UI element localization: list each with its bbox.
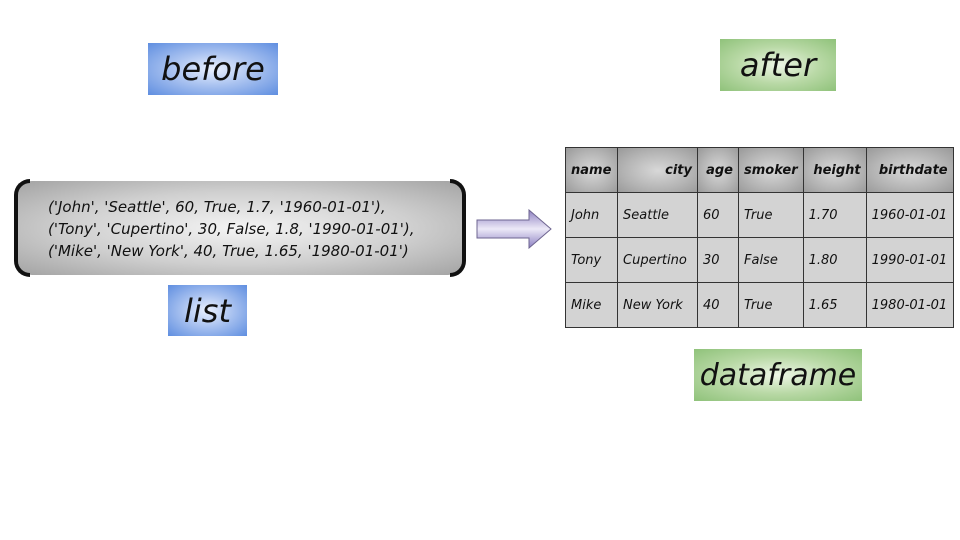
column-header-smoker: smoker (738, 147, 804, 193)
table-cell: 1980-01-01 (865, 282, 954, 328)
table-row: John Seattle 60 True 1.70 1960-01-01 (565, 192, 954, 238)
table-cell: True (738, 282, 804, 328)
column-header-birthdate: birthdate (865, 147, 954, 193)
dataframe-label: dataframe (694, 349, 862, 401)
dataframe-table: name city age smoker height birthdate Jo… (565, 147, 954, 328)
after-label-text: after (739, 46, 817, 84)
table-cell: John (565, 192, 618, 238)
list-line-3: ('Mike', 'New York', 40, True, 1.65, '19… (48, 242, 409, 260)
table-cell: 1.70 (802, 192, 867, 238)
list-line-1: ('John', 'Seattle', 60, True, 1.7, '1960… (48, 198, 386, 216)
table-cell: 30 (697, 237, 739, 283)
list-line-2: ('Tony', 'Cupertino', 30, False, 1.8, '1… (48, 220, 415, 238)
table-cell: 60 (697, 192, 739, 238)
table-cell: 1.80 (802, 237, 867, 283)
table-cell: Seattle (617, 192, 698, 238)
column-header-name: name (565, 147, 618, 193)
table-cell: True (738, 192, 804, 238)
before-label: before (148, 43, 278, 95)
table-cell: Cupertino (617, 237, 698, 283)
table-cell: 1.65 (802, 282, 867, 328)
right-arrow-icon (476, 209, 552, 249)
after-label: after (720, 39, 836, 91)
table-row: Mike New York 40 True 1.65 1980-01-01 (565, 282, 954, 328)
column-header-city: city (617, 147, 698, 193)
list-label: list (168, 285, 247, 336)
table-cell: 1960-01-01 (865, 192, 954, 238)
table-cell: New York (617, 282, 698, 328)
table-cell: 1990-01-01 (865, 237, 954, 283)
list-panel (18, 181, 462, 275)
before-label-text: before (161, 50, 265, 88)
table-cell: False (738, 237, 804, 283)
table-cell: 40 (697, 282, 739, 328)
table-cell: Mike (565, 282, 618, 328)
table-cell: Tony (565, 237, 618, 283)
column-header-age: age (697, 147, 739, 193)
column-header-height: height (802, 147, 867, 193)
table-header-row: name city age smoker height birthdate (565, 147, 954, 193)
list-label-text: list (184, 291, 231, 330)
left-bracket (14, 179, 30, 277)
dataframe-label-text: dataframe (699, 357, 857, 393)
table-row: Tony Cupertino 30 False 1.80 1990-01-01 (565, 237, 954, 283)
list-content: ('John', 'Seattle', 60, True, 1.7, '1960… (48, 196, 458, 262)
